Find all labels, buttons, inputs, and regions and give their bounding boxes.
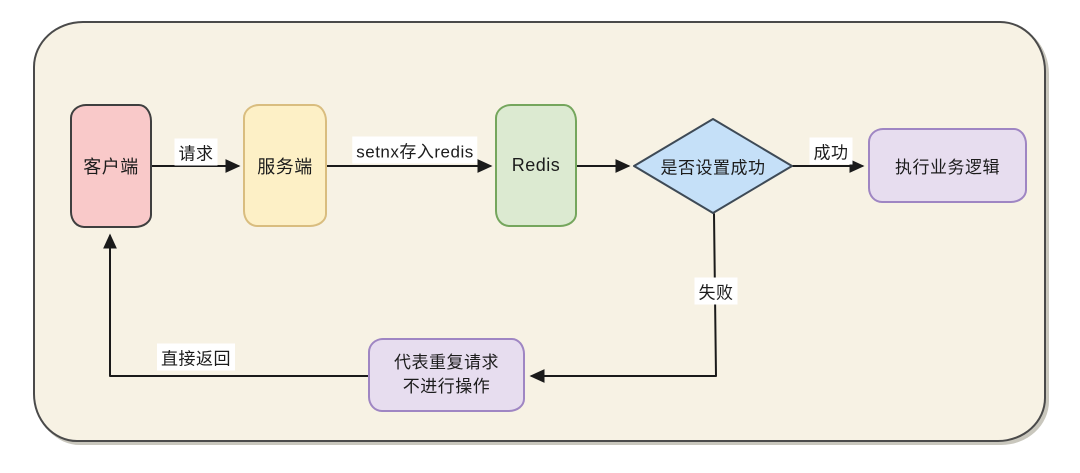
server-node-label: 服务端 <box>257 156 313 177</box>
decision-node-label: 是否设置成功 <box>660 158 766 178</box>
flow-container <box>33 21 1046 442</box>
request-edge-label: 请求 <box>174 138 218 166</box>
duplicate-node: 代表重复请求 不进行操作 <box>368 338 525 412</box>
redis-node: Redis <box>495 104 577 227</box>
fail-edge-label: 失败 <box>694 277 738 305</box>
client-node-label: 客户端 <box>83 157 139 177</box>
duplicate-node-label: 代表重复请求 不进行操作 <box>394 351 499 399</box>
duplicate-node-label-line2: 不进行操作 <box>402 377 491 396</box>
server-node: 服务端 <box>243 104 327 227</box>
client-node: 客户端 <box>70 104 152 228</box>
setnx-edge-label: setnx存入redis <box>352 136 478 164</box>
redis-node-label: Redis <box>511 155 561 175</box>
success-node-label: 执行业务逻辑 <box>895 158 1000 177</box>
return-edge-label: 直接返回 <box>157 343 235 371</box>
success-edge-label: 成功 <box>809 137 853 165</box>
success-node: 执行业务逻辑 <box>868 128 1027 203</box>
duplicate-node-label-line1: 代表重复请求 <box>394 353 499 373</box>
